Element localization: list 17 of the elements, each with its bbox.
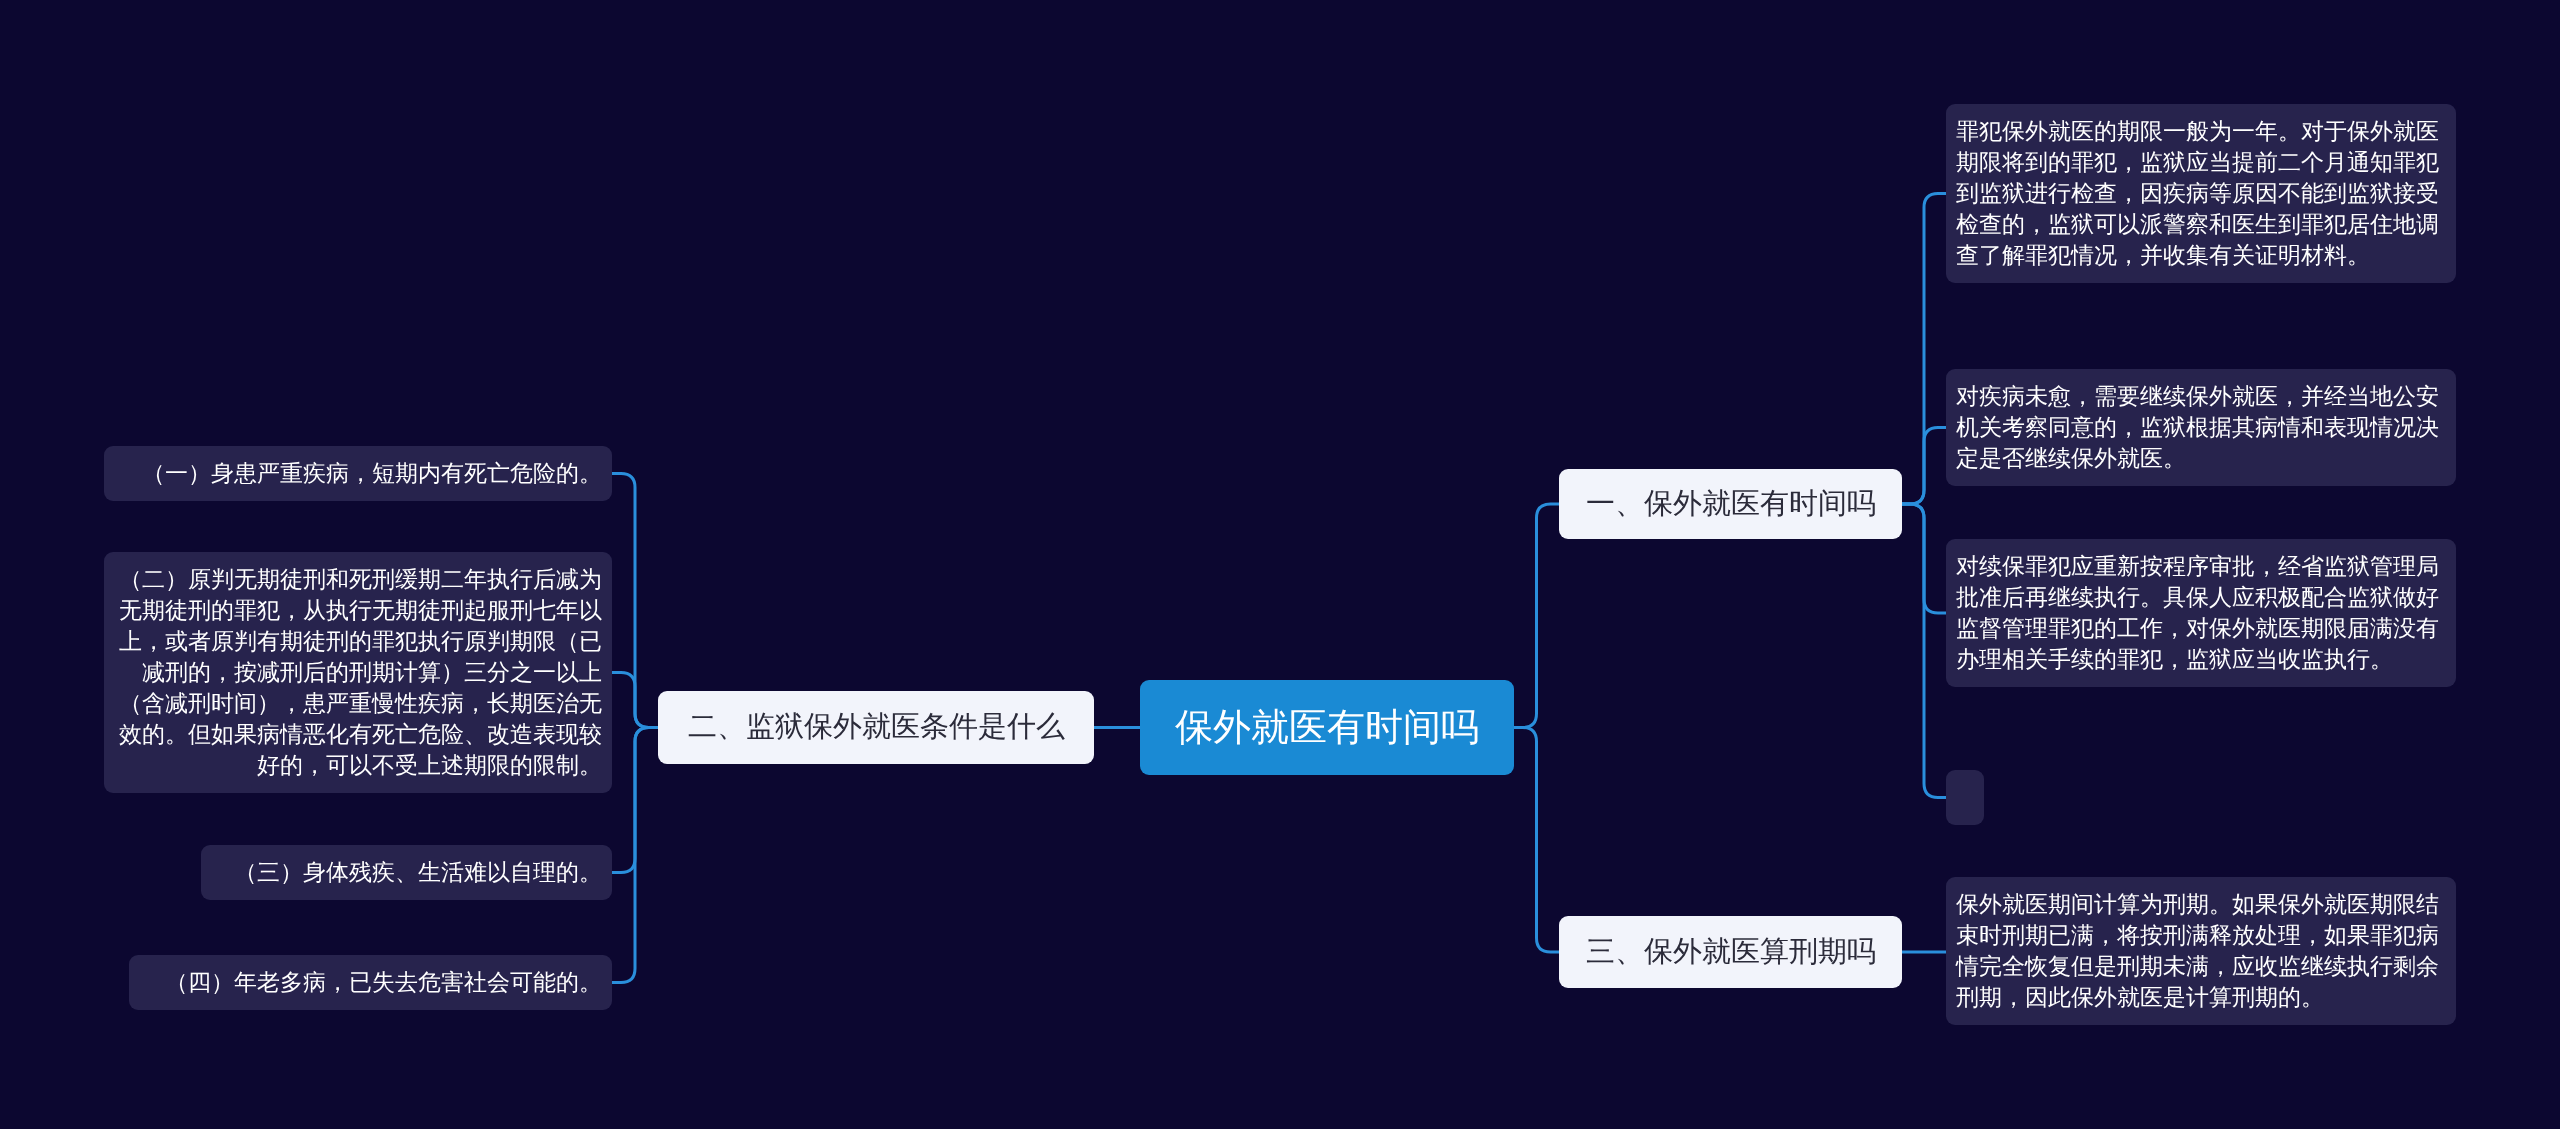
subtopic-card: 一、保外就医有时间吗 [1559, 469, 1902, 539]
connector [1902, 950, 1946, 954]
central-topic: 保外就医有时间吗 [1140, 679, 1514, 775]
note-card: （三）身体残疾、生活难以自理的。 [201, 844, 612, 900]
note-card: （一）身患严重疾病，短期内有死亡危险的。 [104, 445, 612, 501]
connector [612, 726, 658, 984]
note-card: （四）年老多病，已失去危害社会可能的。 [129, 954, 612, 1010]
connector [1514, 726, 1559, 954]
note-card: 保外就医期间计算为刑期。如果保外就医期限结束时刑期已满，将按刑满释放处理，如果罪犯病情完全恢复但是刑期未满，应收监继续执行剩余刑期，因此保外就医是计算刑期的。 [1946, 877, 2456, 1025]
note-card: （二）原判无期徒刑和死刑缓期二年执行后减为无期徒刑的罪犯，从执行无期徒刑起服刑七年以上，或者原判有期徒刑的罪犯执行原判期限（已减刑的，按减刑后的刑期计算）三分之一以上（含减刑时间），患严重慢性疾病，长期医治无效的。但如果病情恶化有死亡危险、改造表现较好的，可以不受上述期限的限制。 [104, 552, 612, 793]
empty-card [1946, 769, 1984, 825]
subtopic-card: 二、监狱保外就医条件是什么 [658, 690, 1094, 764]
note-card: 对续保罪犯应重新按程序审批，经省监狱管理局批准后再继续执行。具保人应积极配合监狱做好监督管理罪犯的工作，对保外就医期限届满没有办理相关手续的罪犯，监狱应当收监执行。 [1946, 539, 2456, 687]
connector [1094, 726, 1140, 729]
note-card: 对疾病未愈，需要继续保外就医，并经当地公安机关考察同意的，监狱根据其病情和表现情况决定是否继续保外就医。 [1946, 369, 2456, 486]
note-card: 罪犯保外就医的期限一般为一年。对于保外就医期限将到的罪犯，监狱应当提前二个月通知罪犯到监狱进行检查，因疾病等原因不能到监狱接受检查的，监狱可以派警察和医生到罪犯居住地调查了解罪犯情况，并收集有关证明材料。 [1946, 104, 2456, 283]
subtopic-card: 三、保外就医算刑期吗 [1559, 916, 1902, 988]
